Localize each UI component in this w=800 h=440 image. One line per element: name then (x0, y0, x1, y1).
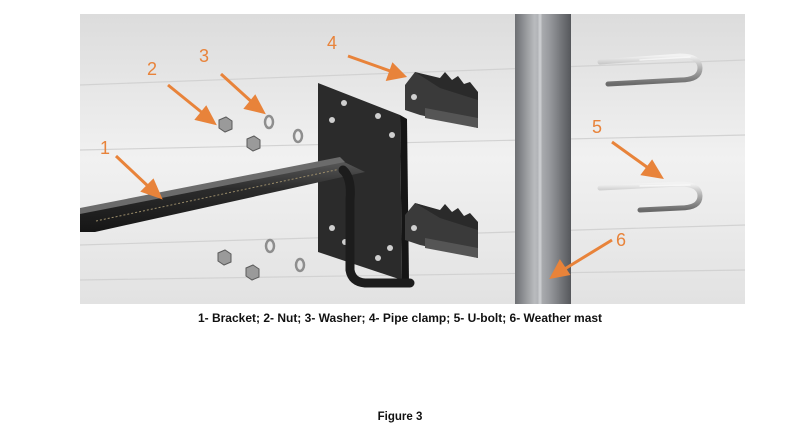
weather-mast (515, 14, 571, 304)
callout-1: 1 (100, 138, 110, 158)
callout-2: 2 (147, 59, 157, 79)
callout-3: 3 (199, 46, 209, 66)
pipe-clamp-lower (405, 203, 478, 258)
legend-caption: 1- Bracket; 2- Nut; 3- Washer; 4- Pipe c… (197, 311, 603, 325)
callout-6: 6 (616, 230, 626, 250)
u-bolt-upper (597, 53, 703, 87)
pipe-clamp-upper (405, 72, 478, 128)
figure-caption: Figure 3 (377, 411, 423, 423)
callout-4: 4 (327, 33, 337, 53)
callout-labels: 1 2 3 4 5 6 (100, 33, 626, 250)
u-bolt-lower (597, 181, 703, 213)
bracket-arm (80, 157, 415, 288)
callout-arrows (114, 54, 664, 280)
nuts (217, 116, 261, 281)
callout-5: 5 (592, 117, 602, 137)
washers (263, 114, 306, 273)
